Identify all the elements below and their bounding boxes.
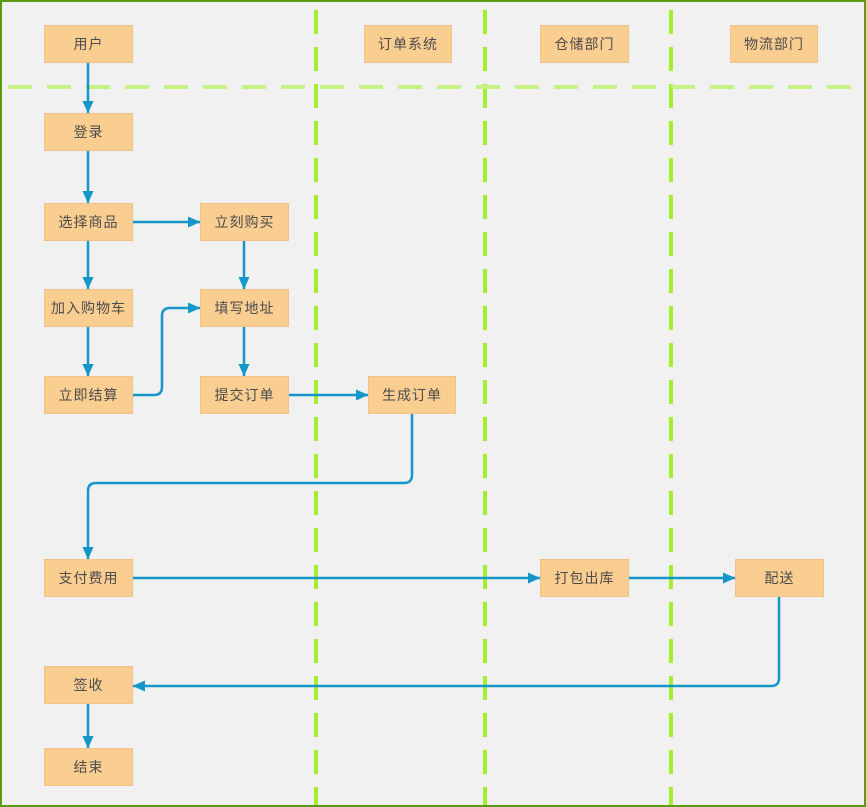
flow-node-sign-receipt[interactable]: 签收 — [44, 666, 133, 704]
node-label: 用户 — [73, 36, 104, 52]
node-label: 订单系统 — [378, 36, 438, 52]
flow-node-pack-outbound[interactable]: 打包出库 — [540, 559, 629, 597]
lane-header-logistics[interactable]: 物流部门 — [730, 25, 818, 63]
node-label: 提交订单 — [214, 387, 275, 403]
node-label: 打包出库 — [554, 570, 615, 586]
lane-header-user[interactable]: 用户 — [44, 25, 133, 63]
connector-delivery-to-sign — [132, 597, 781, 692]
flow-node-login[interactable]: 登录 — [44, 113, 133, 151]
node-label: 登录 — [73, 124, 104, 140]
flow-node-add-to-cart[interactable]: 加入购物车 — [44, 289, 133, 327]
node-label: 签收 — [73, 677, 104, 693]
node-label: 填写地址 — [214, 300, 275, 316]
connector-generate-to-pay — [82, 414, 414, 560]
node-label: 仓储部门 — [554, 36, 615, 52]
lane-header-orders[interactable]: 订单系统 — [364, 25, 452, 63]
flow-node-submit-order[interactable]: 提交订单 — [200, 376, 289, 414]
flow-node-buy-now[interactable]: 立刻购买 — [200, 203, 289, 241]
lane-header-warehouse[interactable]: 仓储部门 — [540, 25, 629, 63]
node-label: 立刻购买 — [214, 214, 275, 230]
flow-node-generate-order[interactable]: 生成订单 — [368, 376, 456, 414]
node-label: 物流部门 — [744, 36, 804, 52]
flow-node-end[interactable]: 结束 — [44, 748, 133, 786]
node-label: 选择商品 — [58, 214, 119, 230]
node-label: 配送 — [764, 570, 795, 586]
flow-node-pay-fee[interactable]: 支付费用 — [44, 559, 133, 597]
flow-node-select-product[interactable]: 选择商品 — [44, 203, 133, 241]
flow-node-fill-address[interactable]: 填写地址 — [200, 289, 289, 327]
connector-checkout-to-address — [133, 302, 201, 397]
node-label: 加入购物车 — [51, 300, 126, 316]
node-label: 生成订单 — [382, 387, 442, 403]
flow-node-checkout-now[interactable]: 立即结算 — [44, 376, 133, 414]
node-label: 结束 — [73, 759, 104, 775]
flow-node-delivery[interactable]: 配送 — [735, 559, 824, 597]
node-label: 立即结算 — [58, 387, 119, 403]
node-label: 支付费用 — [58, 570, 119, 586]
